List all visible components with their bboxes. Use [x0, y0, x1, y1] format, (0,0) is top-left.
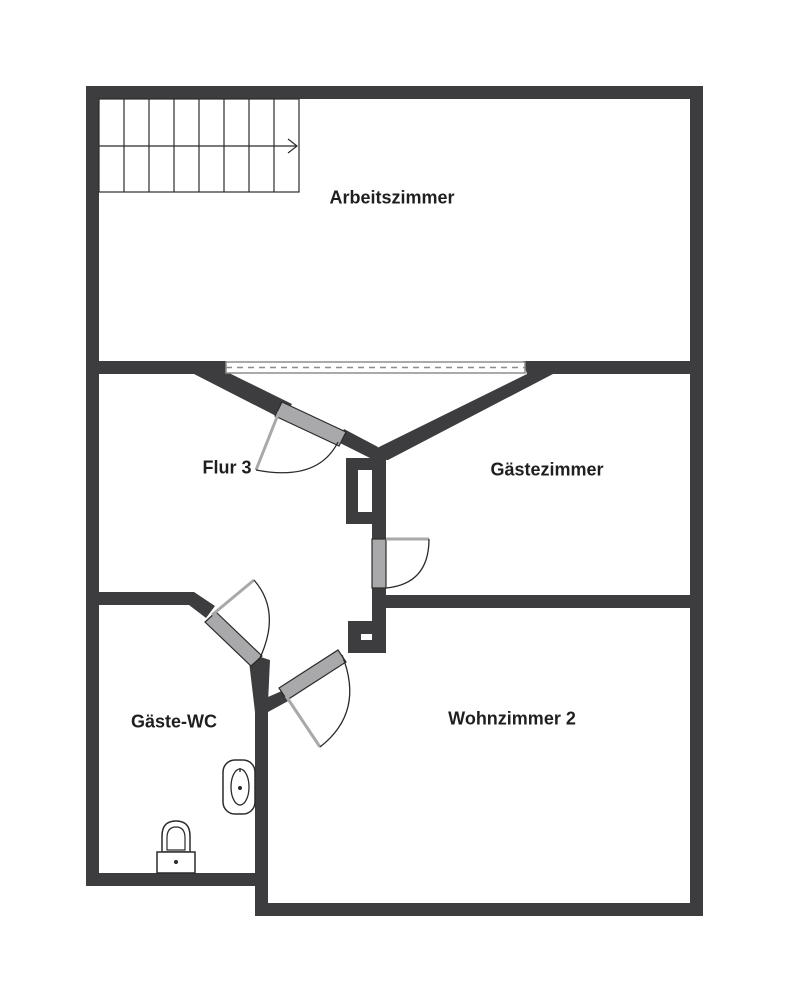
door-flur-wohnzimmer: [278, 649, 351, 748]
room-label-gaeste-wc: Gäste-WC: [130, 711, 218, 732]
wall-wc-right: [255, 660, 268, 916]
door-flur-gaestewc: [204, 578, 270, 667]
wall-diagonal-left-lower: [338, 429, 386, 459]
toilet-icon: [156, 820, 196, 874]
door-icon: [204, 401, 430, 748]
room-label-flur: Flur 3: [202, 457, 252, 478]
wall-right: [690, 86, 703, 916]
wall-guest-top: [372, 459, 386, 539]
wall-niche: [346, 458, 372, 524]
wall-diagonal-right: [372, 361, 555, 460]
room-label-gaestezimmer: Gästezimmer: [490, 459, 604, 480]
wall-bottom: [255, 903, 703, 916]
wall-wc-top: [86, 592, 215, 618]
interior-walls: [86, 361, 703, 916]
room-label-arbeitszimmer: Arbeitszimmer: [329, 187, 455, 208]
staircase-icon: [98, 98, 300, 193]
door-flur-gaestezimmer: [371, 537, 430, 589]
door-arbeitszimmer-flur: [254, 401, 347, 474]
wall-stub-bottom: [348, 640, 386, 653]
wall-top: [86, 86, 703, 99]
open-edge: [225, 361, 526, 374]
wall-bottom-wc: [86, 873, 268, 886]
wall-arbeitszimmer-left: [86, 361, 196, 374]
outer-walls: [86, 86, 703, 916]
wall-guest-bottom: [372, 595, 703, 608]
wall-left: [86, 86, 99, 886]
washbasin-icon: [222, 759, 256, 815]
room-label-wohnzimmer: Wohnzimmer 2: [448, 708, 576, 729]
wall-arbeitszimmer-right: [550, 361, 703, 374]
wall-diagonal-left: [194, 361, 292, 419]
